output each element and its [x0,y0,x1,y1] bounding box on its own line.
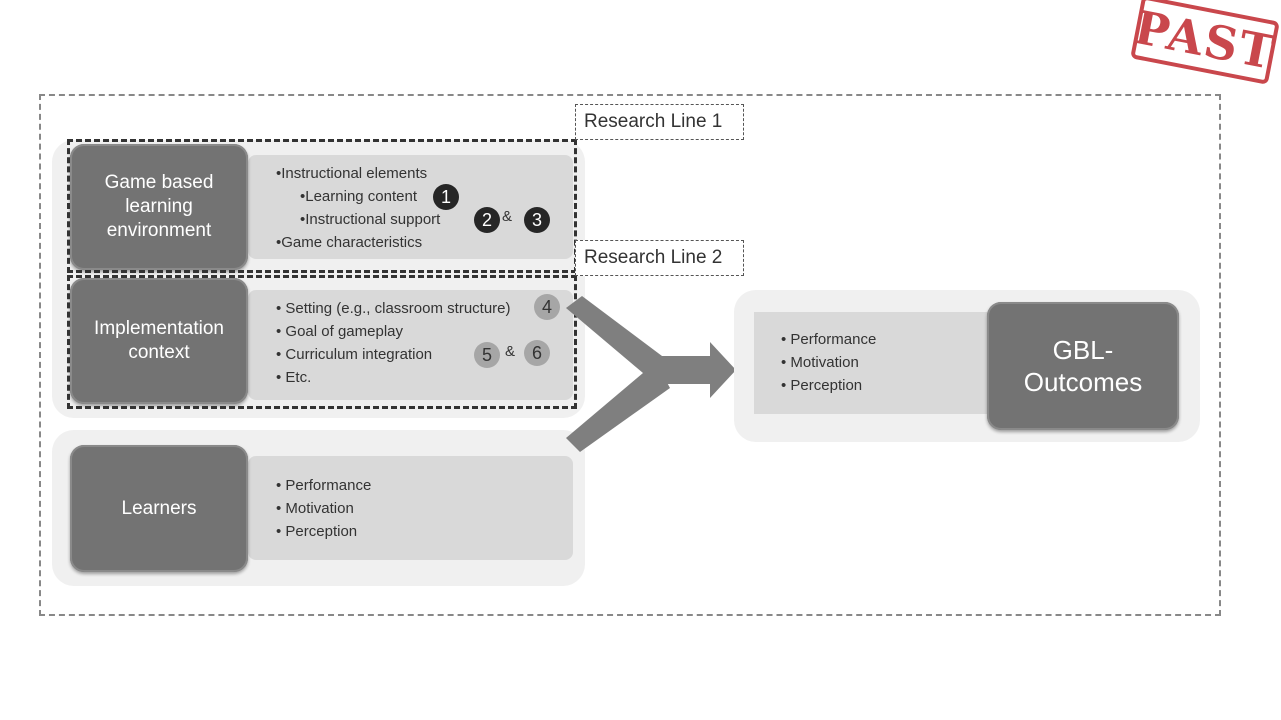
outcomes-bullet-motivation: • Motivation [781,354,859,371]
past-stamp: PAST [1130,0,1280,85]
badge-3: 3 [524,207,550,233]
learners-bullet-motivation: • Motivation [276,500,354,517]
badge-6: 6 [524,340,550,366]
badge-5: 5 [474,342,500,368]
ampersand-context: & [505,343,516,360]
learners-bullet-performance: • Performance [276,477,372,494]
bullet-curriculum-integration: • Curriculum integration [276,346,433,363]
context-title-box: Implementation context [70,278,248,404]
research-line-1-frame [67,139,577,273]
research-line-2-label: Research Line 2 [575,240,744,276]
learners-title: Learners [121,497,197,519]
outcomes-title-box: GBL-Outcomes [987,302,1179,430]
bullet-setting: • Setting (e.g., classroom structure) [276,300,511,317]
learners-detail-box [248,456,573,560]
badge-4: 4 [534,294,560,320]
context-title: Implementation context [94,318,224,363]
arrow-upper-branch [566,296,670,384]
arrow-shape [566,296,736,452]
environment-title-box: Game based learning environment [70,144,248,270]
merge-arrow [566,296,736,452]
ampersand-env: & [502,208,513,225]
arrow-shaft [648,342,736,398]
bullet-game-characteristics: •Game characteristics [276,234,423,251]
outer-dashed-frame [39,94,1221,616]
research-line-2-frame [67,275,577,409]
learners-title-box: Learners [70,445,248,572]
environment-detail-box [248,155,573,259]
context-detail-box [248,290,573,400]
arrow-lower-branch [566,362,670,452]
outcomes-detail-box [754,312,994,414]
bullet-etc: • Etc. [276,369,312,386]
bullet-learning-content: •Learning content [300,188,418,205]
outcomes-bullet-performance: • Performance [781,331,877,348]
learners-bullet-perception: • Perception [276,523,358,540]
outcomes-title: GBL-Outcomes [1023,335,1143,397]
research-line-1-label: Research Line 1 [575,104,744,140]
outcomes-bullet-perception: • Perception [781,377,863,394]
bullet-instructional-support: •Instructional support [300,211,441,228]
environment-title: Game based learning environment [104,172,214,241]
badge-2: 2 [474,207,500,233]
bullet-goal-of-gameplay: • Goal of gameplay [276,323,403,340]
badge-1: 1 [433,184,459,210]
bullet-instructional-elements: •Instructional elements [276,165,428,182]
